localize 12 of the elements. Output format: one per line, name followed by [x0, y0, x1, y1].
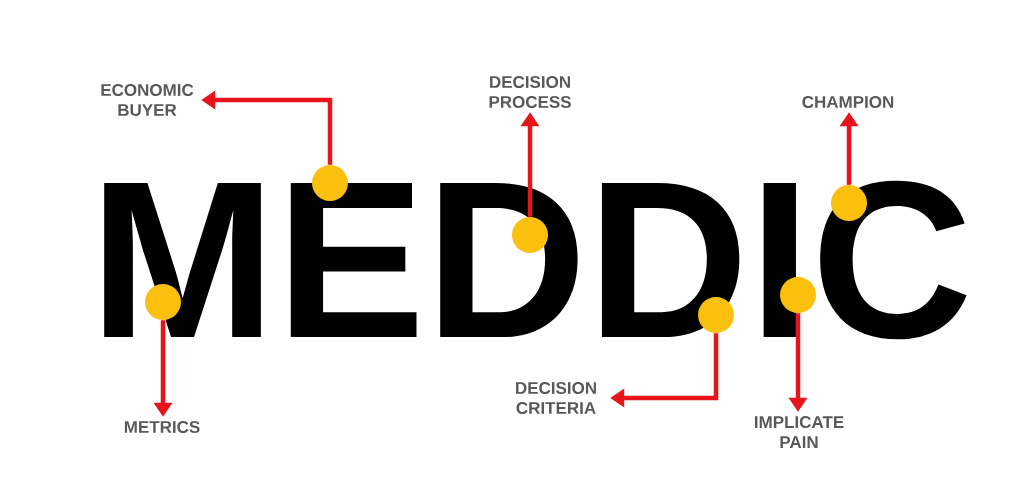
callout-label: IMPLICATE PAIN: [755, 416, 844, 448]
callout-label: CHAMPION: [802, 96, 894, 109]
marker-dot: [780, 277, 816, 313]
acronym-text: MEDDIC: [104, 180, 967, 340]
callout-label: DECISION PROCESS: [489, 76, 571, 108]
marker-dot: [145, 284, 181, 320]
callout-label: DECISION CRITERIA: [516, 382, 596, 415]
callout-label: METRICS: [124, 421, 200, 434]
marker-dot: [698, 297, 734, 333]
marker-dot: [831, 185, 867, 221]
callout-label: ECONOMIC BUYER: [101, 84, 194, 116]
marker-dot: [512, 217, 548, 253]
